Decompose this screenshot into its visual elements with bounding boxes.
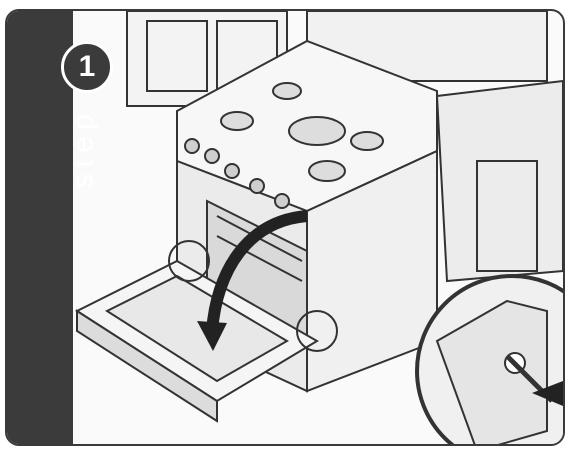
step-number-badge: 1 xyxy=(61,41,113,93)
instruction-panel: 1 step xyxy=(5,9,565,446)
magnifier-circle-icon xyxy=(417,276,563,444)
step-label: step xyxy=(66,108,100,189)
